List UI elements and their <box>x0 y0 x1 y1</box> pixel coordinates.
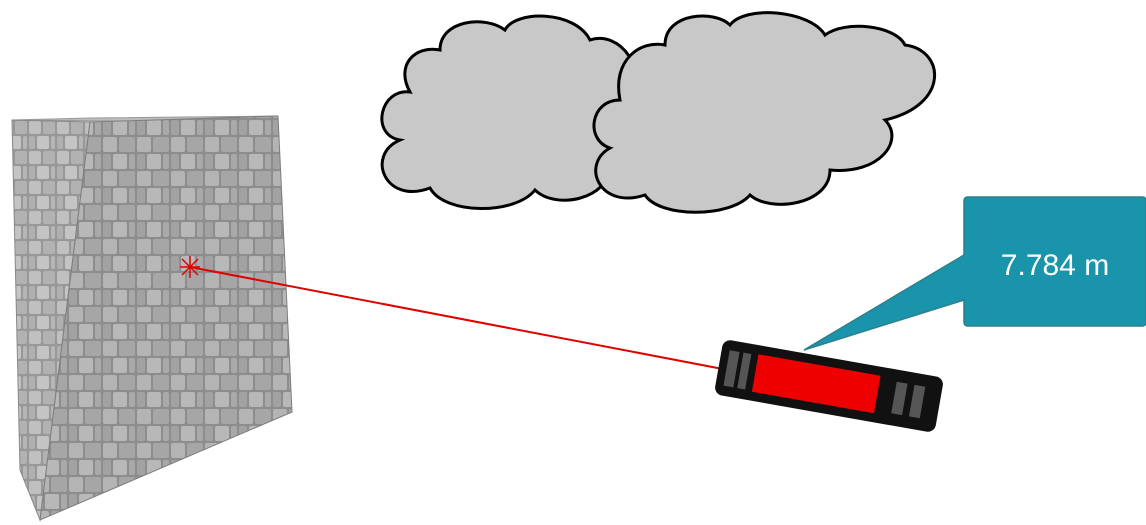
laser-beam <box>189 266 729 371</box>
measurement-value: 7.784 m <box>1001 249 1109 282</box>
cloud-icon <box>380 11 937 214</box>
cloud-right <box>592 11 937 214</box>
device-right-cap-2 <box>908 384 926 419</box>
device-left-cap-2 <box>737 352 752 390</box>
device-right-cap <box>891 381 908 416</box>
stone-wall-icon <box>11 115 293 522</box>
measurement-callout: 7.784 m <box>803 196 1146 351</box>
device-window <box>751 354 881 414</box>
laser-target-icon <box>180 256 200 278</box>
device-left-cap <box>723 350 740 388</box>
laser-rangefinder-icon <box>715 340 943 432</box>
wall-front-face <box>39 115 293 521</box>
